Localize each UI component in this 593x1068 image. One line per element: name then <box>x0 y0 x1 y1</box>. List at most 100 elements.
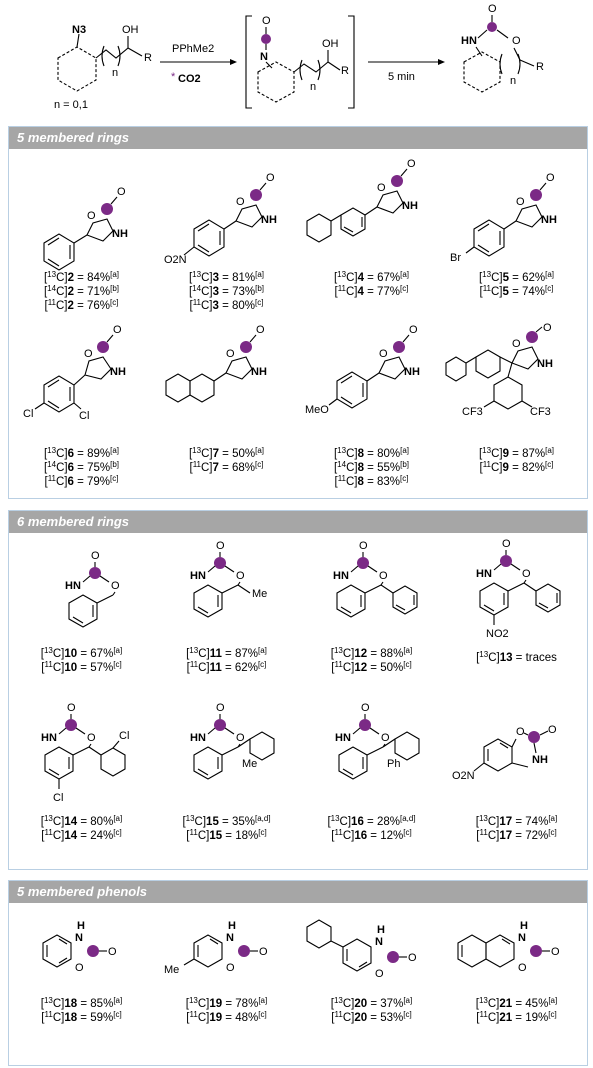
arrow-2: 5 min <box>368 59 445 83</box>
yield-line: [11C]7 = 68%[c] <box>189 460 264 475</box>
svg-text:R: R <box>341 65 349 77</box>
svg-text:O: O <box>375 968 384 980</box>
svg-text:O: O <box>488 3 497 15</box>
yield-line: [13C]11 = 87%[a] <box>186 646 267 661</box>
yield-line: [13C]8 = 80%[a] <box>333 446 410 461</box>
svg-text:O: O <box>84 348 93 360</box>
svg-text:H: H <box>377 924 385 936</box>
yield-line: [13C]21 = 45%[a] <box>475 996 558 1011</box>
structure-16: O HN O Ph <box>335 702 420 780</box>
compound-11: O HN O Me [13C]11 = 87%[a] [11C]11 = 62%… <box>154 537 299 697</box>
svg-text:O: O <box>259 946 268 958</box>
svg-text:NH: NH <box>112 228 128 240</box>
svg-text:*: * <box>171 71 176 83</box>
svg-text:O: O <box>67 702 76 714</box>
yield-line: [13C]6 = 89%[a] <box>43 446 120 461</box>
yield-line: [11C]11 = 62%[c] <box>186 660 267 675</box>
yield-line: [11C]12 = 50%[c] <box>331 660 412 675</box>
svg-text:R: R <box>536 61 544 73</box>
svg-text:N: N <box>375 936 383 948</box>
yield-line: [13C]12 = 88%[a] <box>330 646 413 661</box>
svg-text:O: O <box>409 324 418 336</box>
svg-text:n: n <box>112 67 118 79</box>
svg-text:N: N <box>260 51 268 63</box>
yield-line: [11C]4 = 77%[c] <box>334 284 409 299</box>
structure-4: O O NH <box>306 158 418 243</box>
svg-text:Cl: Cl <box>119 730 129 742</box>
yield-line: [13C]10 = 67%[a] <box>40 646 123 661</box>
svg-text:Ph: Ph <box>387 758 400 770</box>
yield-line: [14C]3 = 73%[b] <box>188 284 265 299</box>
svg-text:O: O <box>381 732 390 744</box>
svg-text:NH: NH <box>402 200 418 212</box>
svg-text:Me: Me <box>252 588 267 600</box>
svg-text:O: O <box>87 732 96 744</box>
structure-15: O HN O Me <box>190 702 275 780</box>
yields: [13C]8 = 80%[a] [14C]8 = 55%[b] [11C]8 =… <box>299 447 444 489</box>
yield-line: [13C]15 = 35%[a,d] <box>182 814 271 829</box>
yields: [13C]13 = traces <box>444 651 589 665</box>
svg-text:Me: Me <box>164 964 179 976</box>
svg-text:OH: OH <box>322 38 339 50</box>
svg-text:O: O <box>111 580 120 592</box>
yield-line: [11C]5 = 74%[c] <box>479 284 554 299</box>
svg-text:NH: NH <box>404 366 420 378</box>
section-title: 6 membered rings <box>9 511 587 533</box>
yields: [13C]11 = 87%[a] [11C]11 = 62%[c] <box>154 647 299 675</box>
yield-line: [11C]19 = 48%[c] <box>186 1010 267 1025</box>
yield-line: [13C]4 = 67%[a] <box>333 270 410 285</box>
yield-line: [13C]19 = 78%[a] <box>185 996 268 1011</box>
yields: [13C]7 = 50%[a] [11C]7 = 68%[c] <box>154 447 299 475</box>
svg-text:Cl: Cl <box>79 410 89 422</box>
structure-3: O2N O O NH <box>164 172 277 266</box>
svg-text:O: O <box>236 570 245 582</box>
yield-line: [13C]18 = 85%[a] <box>40 996 123 1011</box>
svg-text:HN: HN <box>333 570 349 582</box>
svg-text:O2N: O2N <box>452 770 475 782</box>
svg-text:O: O <box>216 702 225 714</box>
svg-text:O: O <box>379 348 388 360</box>
svg-text:MeO: MeO <box>305 404 329 416</box>
yield-line: [11C]10 = 57%[c] <box>41 660 122 675</box>
svg-text:O: O <box>512 338 521 350</box>
compound-4: O O NH [13C]4 = 67%[a] [11C]4 = 77%[c] <box>299 151 444 321</box>
yield-line: [13C]3 = 81%[a] <box>188 270 265 285</box>
svg-text:NH: NH <box>537 358 553 370</box>
yield-line: [11C]18 = 59%[c] <box>41 1010 122 1025</box>
yield-line: [13C]2 = 84%[a] <box>43 270 120 285</box>
svg-text:N: N <box>75 932 83 944</box>
yields: [13C]10 = 67%[a] [11C]10 = 57%[c] <box>9 647 154 675</box>
compound-2: O O NH [13C]2 = 84%[a] [14C]2 = 71%[b] [… <box>9 151 154 321</box>
svg-text:Cl: Cl <box>53 792 63 804</box>
svg-text:NO2: NO2 <box>486 628 509 640</box>
compound-6: Cl Cl O O NH [13C]6 = 89%[a] [14C]6 = 75… <box>9 323 154 498</box>
yield-line: [13C]14 = 80%[a] <box>40 814 123 829</box>
compound-12: O HN O [13C]12 = 88%[a] [11C]12 = 50%[c] <box>299 537 444 697</box>
structure-20: HN O O <box>306 919 417 980</box>
yield-line: [11C]2 = 76%[c] <box>44 298 119 313</box>
svg-text:NH: NH <box>532 754 548 766</box>
svg-text:n = 0,1: n = 0,1 <box>54 99 88 111</box>
yield-line: [11C]15 = 18%[c] <box>186 828 267 843</box>
svg-text:N: N <box>226 932 234 944</box>
yield-line: [13C]13 = traces <box>476 650 557 665</box>
section-6-membered-rings: 6 membered rings O HN O [13C]10 = 67%[a]… <box>8 510 588 870</box>
svg-text:O: O <box>361 702 370 714</box>
yield-line: [11C]6 = 79%[c] <box>44 474 119 489</box>
structure-2: O O NH <box>43 186 128 271</box>
yield-line: [11C]17 = 72%[c] <box>476 828 557 843</box>
compound-13: O HN O NO2 [13C]13 = traces <box>444 537 589 697</box>
svg-text:NH: NH <box>541 214 557 226</box>
product-general: O HN O R n <box>461 3 544 93</box>
structure-21: HN O O <box>457 920 560 974</box>
isocyanate-intermediate: O N OH R n <box>245 15 355 109</box>
yield-line: [14C]6 = 75%[b] <box>43 460 120 475</box>
compound-5: Br O O NH [13C]5 = 62%[a] [11C]5 = 74%[c… <box>444 151 589 321</box>
svg-text:CO2: CO2 <box>178 73 201 85</box>
yield-line: [13C]9 = 87%[a] <box>478 446 555 461</box>
yields: [13C]5 = 62%[a] [11C]5 = 74%[c] <box>444 271 589 299</box>
svg-text:O: O <box>516 196 525 208</box>
